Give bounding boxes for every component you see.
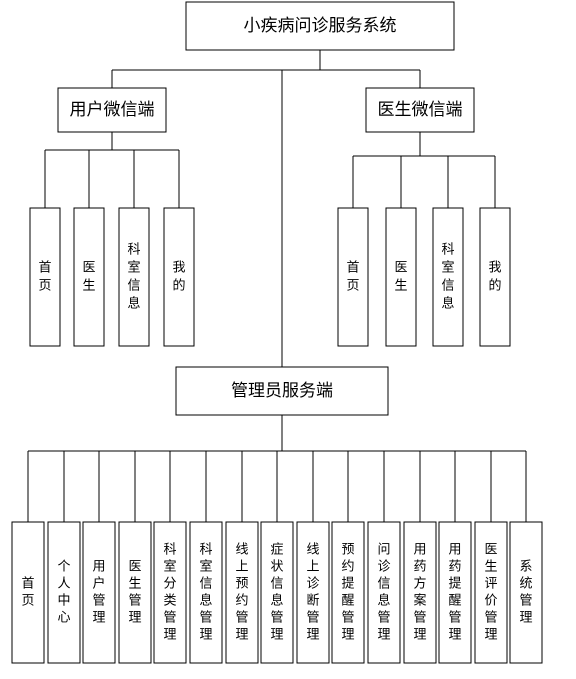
module-box xyxy=(474,521,508,664)
module-box xyxy=(163,207,195,347)
admin-client-node: 管理员服务端 xyxy=(175,366,389,416)
module-label: 科室信息 xyxy=(127,243,140,312)
root-connectors xyxy=(111,50,421,367)
module-label: 系统管理 xyxy=(519,560,532,626)
module-node: 线上预约管理 xyxy=(225,521,259,664)
module-node: 系统管理 xyxy=(509,521,543,664)
module-node: 医生 xyxy=(385,207,417,347)
module-label: 线上预约管理 xyxy=(235,543,248,643)
module-label: 预约提醒管理 xyxy=(341,543,354,643)
module-box xyxy=(438,521,472,664)
module-label: 科室信息 xyxy=(441,243,454,312)
admin-client-title: 管理员服务端 xyxy=(231,381,333,401)
module-box xyxy=(225,521,259,664)
module-label: 我的 xyxy=(488,261,501,294)
user-client-node: 用户微信端 xyxy=(57,87,167,133)
module-box xyxy=(47,521,81,664)
module-box xyxy=(73,207,105,347)
root-node: 小疾病问诊服务系统 xyxy=(185,1,455,51)
module-box xyxy=(118,207,150,347)
doctor-client-node: 医生微信端 xyxy=(365,87,475,133)
admin-client-modules: 首页 个人中心 用户管理 医生管理 科室分类管理 科室信息管理 线上预约管理 症状信息管理 线上… xyxy=(11,415,543,664)
module-label: 用户管理 xyxy=(92,560,105,626)
module-label: 医生 xyxy=(82,261,95,294)
module-label: 医生管理 xyxy=(128,560,141,626)
module-label: 问诊信息管理 xyxy=(377,543,390,643)
doctor-client-title: 医生微信端 xyxy=(378,100,463,120)
module-label: 用药提醒管理 xyxy=(448,543,461,643)
module-box xyxy=(296,521,330,664)
module-box xyxy=(11,521,45,664)
module-box xyxy=(509,521,543,664)
module-label: 科室分类管理 xyxy=(163,543,176,643)
module-box xyxy=(479,207,511,347)
module-node: 科室分类管理 xyxy=(153,521,187,664)
module-label: 科室信息管理 xyxy=(199,543,212,643)
module-label: 首页 xyxy=(38,261,51,294)
module-node: 我的 xyxy=(163,207,195,347)
module-box xyxy=(385,207,417,347)
module-box xyxy=(367,521,401,664)
module-node: 预约提醒管理 xyxy=(331,521,365,664)
module-label: 线上诊断管理 xyxy=(306,543,319,643)
doctor-client-modules: 首页 医生 科室信息 我的 xyxy=(337,132,511,347)
module-node: 症状信息管理 xyxy=(260,521,294,664)
module-box xyxy=(189,521,223,664)
module-box xyxy=(82,521,116,664)
root-title: 小疾病问诊服务系统 xyxy=(244,16,397,36)
user-client-title: 用户微信端 xyxy=(70,100,155,120)
module-node: 首页 xyxy=(29,207,61,347)
module-box xyxy=(432,207,464,347)
module-node: 首页 xyxy=(11,521,45,664)
module-label: 首页 xyxy=(346,261,359,294)
module-node: 科室信息 xyxy=(432,207,464,347)
module-node: 个人中心 xyxy=(47,521,81,664)
module-node: 用药方案管理 xyxy=(403,521,437,664)
module-node: 首页 xyxy=(337,207,369,347)
module-node: 医生 xyxy=(73,207,105,347)
module-label: 医生 xyxy=(394,261,407,294)
module-box xyxy=(331,521,365,664)
module-box xyxy=(260,521,294,664)
module-node: 科室信息管理 xyxy=(189,521,223,664)
module-box xyxy=(118,521,152,664)
module-node: 用药提醒管理 xyxy=(438,521,472,664)
module-label: 医生评价管理 xyxy=(484,543,497,643)
module-node: 我的 xyxy=(479,207,511,347)
module-label: 我的 xyxy=(172,261,185,294)
module-box xyxy=(403,521,437,664)
module-box xyxy=(29,207,61,347)
module-box xyxy=(153,521,187,664)
module-node: 用户管理 xyxy=(82,521,116,664)
module-label: 首页 xyxy=(21,577,34,609)
module-label: 个人中心 xyxy=(57,560,70,626)
module-label: 症状信息管理 xyxy=(270,543,283,643)
module-node: 医生管理 xyxy=(118,521,152,664)
module-label: 用药方案管理 xyxy=(413,543,426,643)
module-box xyxy=(337,207,369,347)
module-node: 医生评价管理 xyxy=(474,521,508,664)
module-node: 问诊信息管理 xyxy=(367,521,401,664)
module-node: 线上诊断管理 xyxy=(296,521,330,664)
module-node: 科室信息 xyxy=(118,207,150,347)
